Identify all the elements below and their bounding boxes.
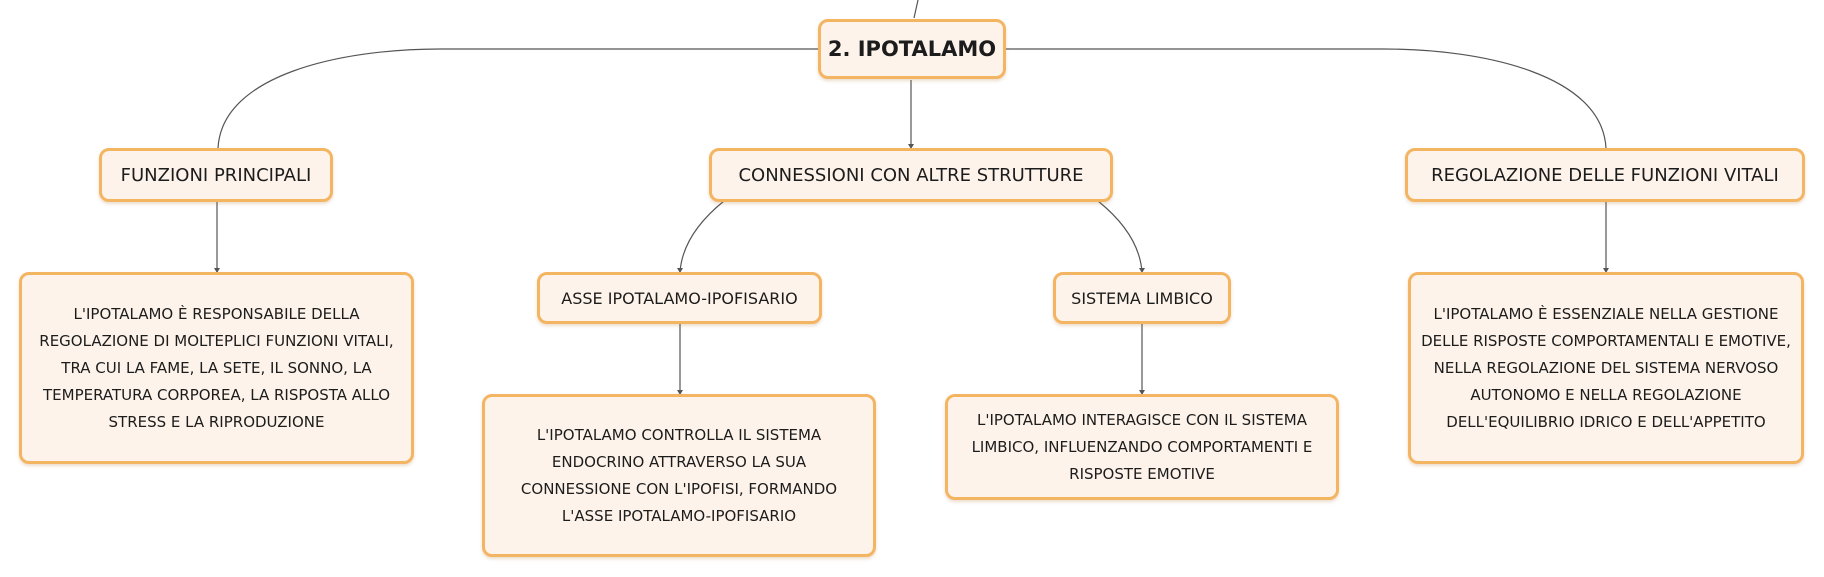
- node-asse-detail[interactable]: L'IPOTALAMO CONTROLLA IL SISTEMA ENDOCRI…: [482, 394, 876, 557]
- connector-center-limbico: [1097, 200, 1143, 273]
- connector-root-left: [217, 48, 818, 149]
- node-connessioni-label: CONNESSIONI CON ALTRE STRUTTURE: [738, 164, 1084, 186]
- node-limbico-detail[interactable]: L'IPOTALAMO INTERAGISCE CON IL SISTEMA L…: [945, 394, 1339, 500]
- arrowhead-left-leaf: [214, 268, 220, 273]
- node-sistema-limbico[interactable]: SISTEMA LIMBICO: [1053, 272, 1231, 324]
- connector-center-asse: [679, 200, 725, 273]
- node-regolazione-detail[interactable]: L'IPOTALAMO È ESSENZIALE NELLA GESTIONE …: [1408, 272, 1804, 464]
- arrowhead-limbico: [1139, 268, 1145, 273]
- node-regolazione-detail-text: L'IPOTALAMO È ESSENZIALE NELLA GESTIONE …: [1421, 304, 1791, 431]
- connector-root-right: [1006, 48, 1607, 149]
- node-connessioni[interactable]: CONNESSIONI CON ALTRE STRUTTURE: [709, 148, 1113, 202]
- node-asse-label: ASSE IPOTALAMO-IPOFISARIO: [561, 288, 798, 308]
- node-regolazione[interactable]: REGOLAZIONE DELLE FUNZIONI VITALI: [1405, 148, 1805, 202]
- root-node[interactable]: 2. IPOTALAMO: [818, 19, 1006, 79]
- node-funzioni-principali-label: FUNZIONI PRINCIPALI: [120, 164, 312, 186]
- node-limbico-label: SISTEMA LIMBICO: [1071, 288, 1213, 308]
- arrowhead-root-center: [908, 144, 914, 149]
- arrowhead-right-leaf: [1603, 268, 1609, 273]
- root-node-label: 2. IPOTALAMO: [827, 37, 997, 61]
- arrowhead-asse: [677, 268, 683, 273]
- node-limbico-detail-text: L'IPOTALAMO INTERAGISCE CON IL SISTEMA L…: [971, 410, 1313, 483]
- arrowhead-limbico-detail: [1139, 390, 1145, 395]
- node-asse-ipotalamo-ipofisario[interactable]: ASSE IPOTALAMO-IPOFISARIO: [537, 272, 822, 324]
- node-regolazione-label: REGOLAZIONE DELLE FUNZIONI VITALI: [1431, 164, 1779, 186]
- node-asse-detail-text: L'IPOTALAMO CONTROLLA IL SISTEMA ENDOCRI…: [520, 425, 838, 525]
- node-funzioni-principali[interactable]: FUNZIONI PRINCIPALI: [99, 148, 333, 202]
- node-funzioni-detail-text: L'IPOTALAMO È RESPONSABILE DELLA REGOLAZ…: [39, 304, 394, 431]
- connector-incoming: [913, 0, 919, 19]
- arrowhead-asse-detail: [677, 390, 683, 395]
- node-funzioni-detail[interactable]: L'IPOTALAMO È RESPONSABILE DELLA REGOLAZ…: [19, 272, 414, 464]
